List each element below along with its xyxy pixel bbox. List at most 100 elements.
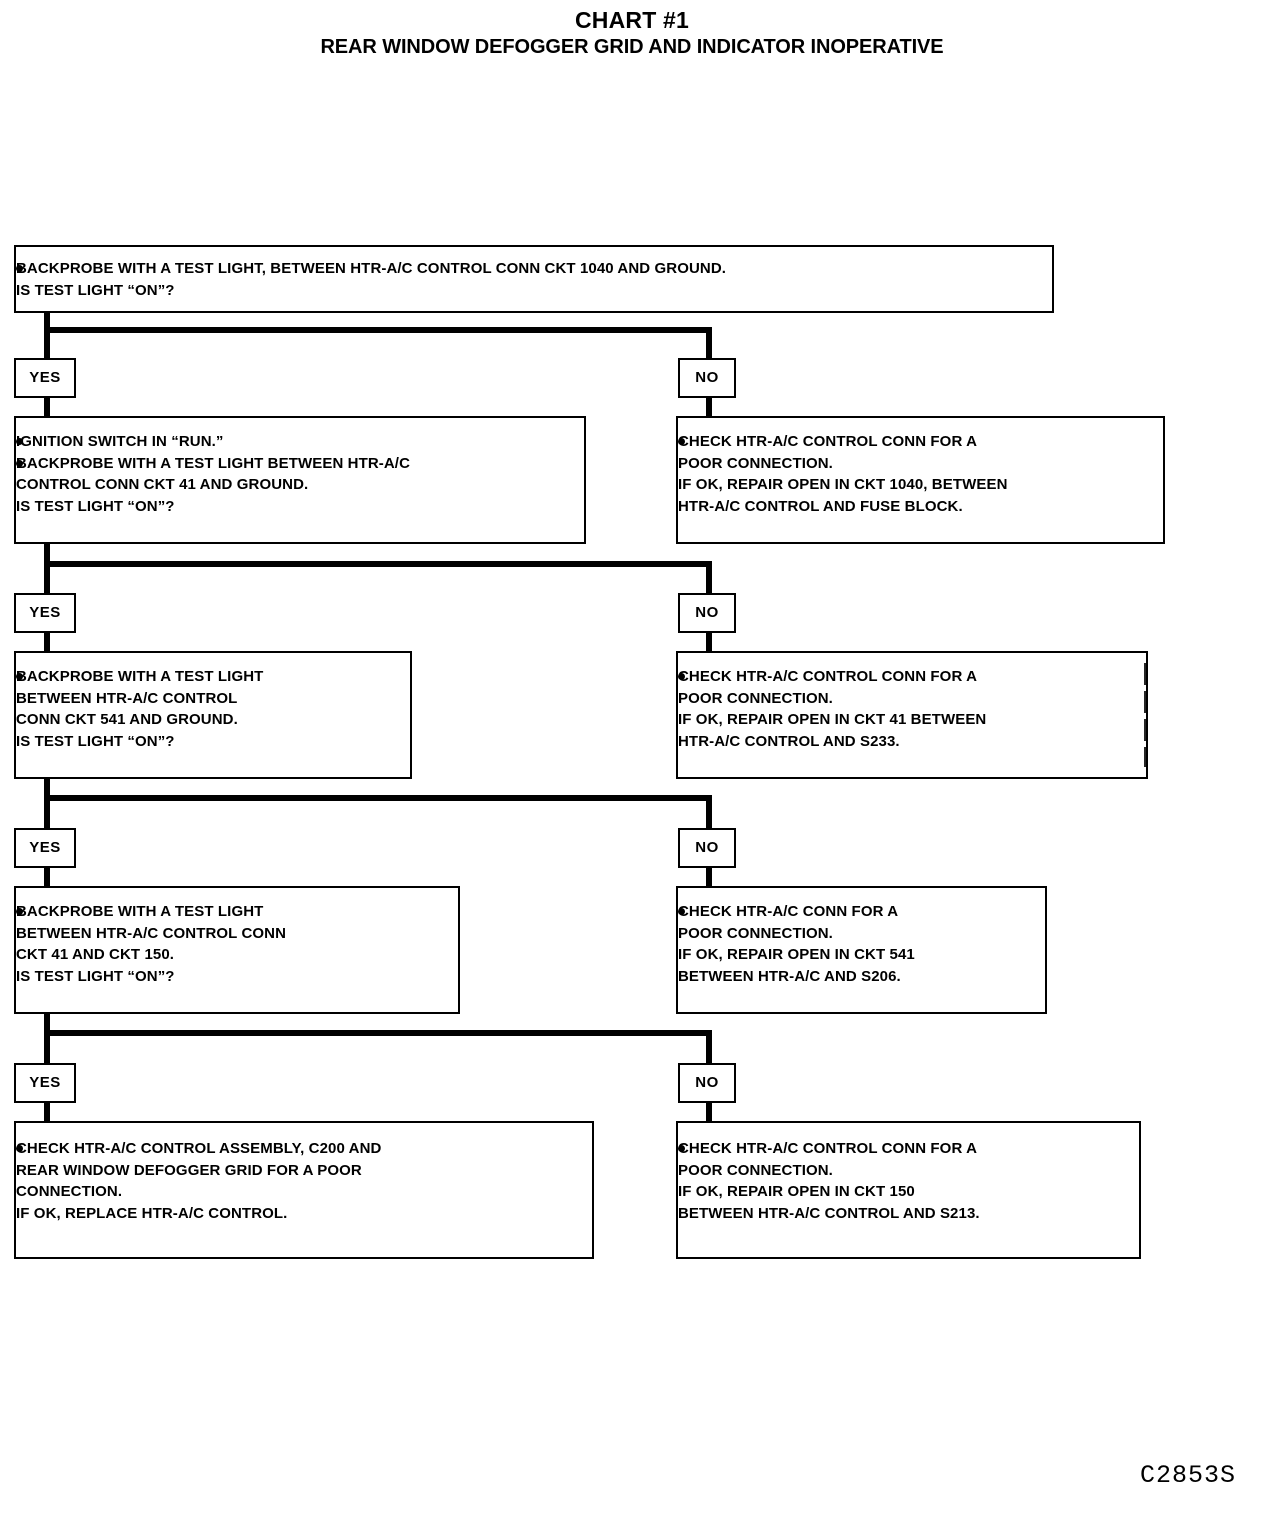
node-q4-list: BACKPROBE WITH A TEST LIGHT BETWEEN HTR-…	[16, 901, 448, 987]
bullet-icon	[16, 459, 23, 467]
node-q4: BACKPROBE WITH A TEST LIGHT BETWEEN HTR-…	[14, 886, 460, 1014]
node-q2-bullet-1: BACKPROBE WITH A TEST LIGHT BETWEEN HTR-…	[16, 453, 574, 518]
bullet-icon	[678, 1145, 685, 1152]
text-line: POOR CONNECTION.	[678, 924, 833, 942]
node-q3-list: BACKPROBE WITH A TEST LIGHT BETWEEN HTR-…	[16, 666, 400, 752]
text-line: BACKPROBE WITH A TEST LIGHT	[16, 903, 264, 920]
text-line: IF OK, REPAIR OPEN IN CKT 541	[678, 946, 915, 963]
node-a3no-list: CHECK HTR-A/C CONN FOR A POOR CONNECTION…	[678, 901, 1035, 987]
text-line: REAR WINDOW DEFOGGER GRID FOR A POOR	[16, 1161, 362, 1179]
connector-q1-bar	[44, 327, 712, 333]
connector-q4-stem	[44, 1012, 50, 1034]
node-q2-bullet-1-lines: BACKPROBE WITH A TEST LIGHT BETWEEN HTR-…	[16, 453, 574, 518]
node-q2-bullet-0: IGNITION SWITCH IN “RUN.”	[16, 431, 574, 453]
text-line: CHECK HTR-A/C CONTROL CONN FOR A	[678, 433, 978, 450]
text-line: IF OK, REPAIR OPEN IN CKT 150	[678, 1183, 915, 1200]
text-line: BETWEEN HTR-A/C AND S206.	[678, 967, 901, 985]
text-line: CHECK HTR-A/C CONTROL CONN FOR A	[678, 1140, 978, 1157]
connector-q2-yes-drop	[44, 561, 50, 595]
connector-q4-no-drop	[706, 1030, 712, 1064]
text-line: CONN CKT 541 AND GROUND.	[16, 711, 238, 728]
text-line: IS TEST LIGHT “ON”?	[16, 732, 175, 750]
connector-yes-1-to-q2	[44, 396, 50, 418]
node-a2no-list: CHECK HTR-A/C CONTROL CONN FOR A POOR CO…	[678, 666, 1136, 752]
node-q1-list: BACKPROBE WITH A TEST LIGHT, BETWEEN HTR…	[16, 258, 1042, 301]
text-line: BETWEEN HTR-A/C CONTROL AND S213.	[678, 1204, 980, 1222]
connector-no-1-to-a1no	[706, 396, 712, 418]
connector-q4-yes-drop	[44, 1030, 50, 1064]
branch-label-no-3: NO	[678, 828, 736, 868]
page-subtitle: REAR WINDOW DEFOGGER GRID AND INDICATOR …	[320, 36, 944, 58]
text-line: BACKPROBE WITH A TEST LIGHT	[16, 668, 264, 685]
text-line: CKT 41 AND CKT 150.	[16, 946, 175, 963]
page-title: CHART #1	[574, 7, 690, 33]
connector-q3-yes-drop	[44, 795, 50, 829]
branch-label-yes-4: YES	[14, 1063, 76, 1103]
text-line: IS TEST LIGHT “ON”?	[16, 497, 175, 515]
bullet-icon	[16, 1145, 23, 1152]
node-q2: IGNITION SWITCH IN “RUN.” BACKPROBE WITH…	[14, 416, 586, 544]
text-line: CONNECTION.	[16, 1183, 123, 1200]
node-a4yes: CHECK HTR-A/C CONTROL ASSEMBLY, C200 AND…	[14, 1121, 594, 1259]
bullet-icon	[16, 438, 23, 445]
connector-q1-stem	[44, 311, 50, 333]
branch-label-yes-3: YES	[14, 828, 76, 868]
connector-q2-no-drop	[706, 561, 712, 595]
node-q2-bullet-0-lines: IGNITION SWITCH IN “RUN.”	[16, 431, 574, 453]
text-line: CHECK HTR-A/C CONTROL CONN FOR A	[678, 668, 978, 685]
connector-no-3-to-a3no	[706, 866, 712, 888]
node-a3no: CHECK HTR-A/C CONN FOR A POOR CONNECTION…	[676, 886, 1047, 1014]
node-a1no-bullet-0-lines: CHECK HTR-A/C CONTROL CONN FOR A POOR CO…	[678, 431, 1153, 517]
node-q1-bullet-0-lines: BACKPROBE WITH A TEST LIGHT, BETWEEN HTR…	[16, 258, 1042, 301]
connector-yes-3-to-q4	[44, 866, 50, 888]
text-line: BETWEEN HTR-A/C CONTROL	[16, 689, 238, 707]
text-line: BACKPROBE WITH A TEST LIGHT, BETWEEN HTR…	[16, 260, 727, 277]
node-a4no: CHECK HTR-A/C CONTROL CONN FOR A POOR CO…	[676, 1121, 1141, 1259]
text-line: CHECK HTR-A/C CONN FOR A	[678, 903, 899, 920]
branch-label-no-4: NO	[678, 1063, 736, 1103]
bullet-icon	[678, 908, 685, 915]
node-q1: BACKPROBE WITH A TEST LIGHT, BETWEEN HTR…	[14, 245, 1054, 313]
text-line: IGNITION SWITCH IN “RUN.”	[16, 433, 224, 450]
text-line: POOR CONNECTION.	[678, 454, 833, 472]
branch-label-no-1: NO	[678, 358, 736, 398]
connector-q2-stem	[44, 542, 50, 564]
node-a4no-bullet-0-lines: CHECK HTR-A/C CONTROL CONN FOR A POOR CO…	[678, 1138, 1129, 1224]
connector-q1-yes-drop	[44, 327, 50, 360]
text-line: POOR CONNECTION.	[678, 1161, 833, 1179]
node-a1no: CHECK HTR-A/C CONTROL CONN FOR A POOR CO…	[676, 416, 1165, 544]
connector-no-4-to-a4no	[706, 1101, 712, 1123]
node-a4yes-bullet-0-lines: CHECK HTR-A/C CONTROL ASSEMBLY, C200 AND…	[16, 1138, 582, 1224]
branch-label-yes-2: YES	[14, 593, 76, 633]
chart-title-block: CHART #1 REAR WINDOW DEFOGGER GRID AND I…	[0, 6, 1264, 60]
node-a3no-bullet-0-lines: CHECK HTR-A/C CONN FOR A POOR CONNECTION…	[678, 901, 1035, 987]
node-q3-bullet-0: BACKPROBE WITH A TEST LIGHT BETWEEN HTR-…	[16, 666, 400, 752]
branch-label-yes-1: YES	[14, 358, 76, 398]
text-line: IF OK, REPAIR OPEN IN CKT 1040, BETWEEN	[678, 476, 1008, 493]
connector-q3-bar	[44, 795, 712, 801]
connector-q2-bar	[44, 561, 712, 567]
text-line: IS TEST LIGHT “ON”?	[16, 967, 175, 985]
text-line: HTR-A/C CONTROL AND S233.	[678, 732, 900, 750]
node-q1-bullet-0: BACKPROBE WITH A TEST LIGHT, BETWEEN HTR…	[16, 258, 1042, 301]
node-a2no-bullet-0-lines: CHECK HTR-A/C CONTROL CONN FOR A POOR CO…	[678, 666, 1136, 752]
node-a4yes-bullet-0: CHECK HTR-A/C CONTROL ASSEMBLY, C200 AND…	[16, 1138, 582, 1224]
node-a4no-list: CHECK HTR-A/C CONTROL CONN FOR A POOR CO…	[678, 1138, 1129, 1224]
bullet-icon	[678, 438, 685, 445]
chart-reference-code: C2853S	[1139, 1461, 1236, 1490]
connector-yes-4-to-a4yes	[44, 1101, 50, 1123]
text-line: BACKPROBE WITH A TEST LIGHT BETWEEN HTR-…	[16, 454, 410, 472]
node-q2-list: IGNITION SWITCH IN “RUN.” BACKPROBE WITH…	[16, 431, 574, 517]
connector-q4-bar	[44, 1030, 712, 1036]
node-a1no-bullet-0: CHECK HTR-A/C CONTROL CONN FOR A POOR CO…	[678, 431, 1153, 517]
node-q4-bullet-0: BACKPROBE WITH A TEST LIGHT BETWEEN HTR-…	[16, 901, 448, 987]
node-q3-bullet-0-lines: BACKPROBE WITH A TEST LIGHT BETWEEN HTR-…	[16, 666, 400, 752]
text-line: CHECK HTR-A/C CONTROL ASSEMBLY, C200 AND	[16, 1140, 382, 1157]
node-a1no-list: CHECK HTR-A/C CONTROL CONN FOR A POOR CO…	[678, 431, 1153, 517]
node-a2no-bullet-0: CHECK HTR-A/C CONTROL CONN FOR A POOR CO…	[678, 666, 1136, 752]
text-line: IF OK, REPLACE HTR-A/C CONTROL.	[16, 1204, 288, 1222]
bullet-icon	[16, 673, 23, 680]
node-a4yes-list: CHECK HTR-A/C CONTROL ASSEMBLY, C200 AND…	[16, 1138, 582, 1224]
bullet-icon	[16, 265, 23, 272]
text-line: HTR-A/C CONTROL AND FUSE BLOCK.	[678, 497, 963, 515]
